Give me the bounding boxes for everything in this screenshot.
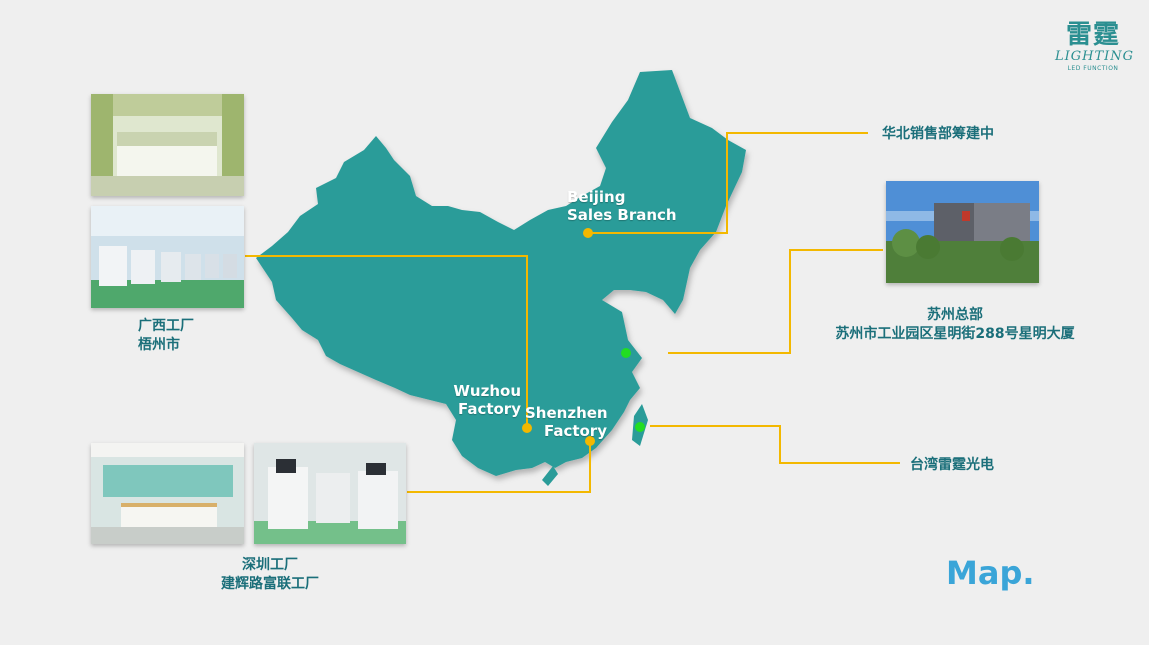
beijing-label-line2: Sales Branch xyxy=(567,206,677,224)
beijing-label: Beijing Sales Branch xyxy=(567,188,677,224)
company-logo: 雷霆 LIGHTING LED FUNCTION xyxy=(1055,20,1135,80)
suzhou-hq-address: 苏州市工业园区星明街288号星明大厦 xyxy=(835,326,1075,342)
beijing-label-line1: Beijing xyxy=(567,188,626,206)
wuzhou-label-line2: Factory xyxy=(457,400,521,418)
shenzhen-label-line1: Shenzhen xyxy=(525,404,608,422)
shenzhen-factory-title: 深圳工厂 xyxy=(242,557,298,573)
logo-tagline: LED FUNCTION xyxy=(1067,65,1119,72)
guangxi-factory-label: 广西工厂 梧州市 xyxy=(138,317,194,355)
shenzhen-label: Shenzhen Factory xyxy=(525,404,608,440)
wuzhou-label: Wuzhou Factory xyxy=(453,382,521,418)
beijing-marker[interactable] xyxy=(583,228,593,238)
shenzhen-leader-line xyxy=(407,441,591,493)
taiwan-marker[interactable] xyxy=(635,422,645,432)
suzhou-hq-title: 苏州总部 xyxy=(927,307,983,323)
wuzhou-label-line1: Wuzhou xyxy=(453,382,521,400)
suzhou-hq-label: 苏州总部 苏州市工业园区星明街288号星明大厦 xyxy=(800,306,1110,344)
logo-english: LIGHTING xyxy=(1055,49,1135,64)
mainland-shape xyxy=(256,70,746,476)
suzhou-leader-line xyxy=(668,249,883,354)
shenzhen-label-line2: Factory xyxy=(543,422,607,440)
guangxi-leader-line xyxy=(245,255,528,428)
wuzhou-marker[interactable] xyxy=(522,423,532,433)
beijing-leader-line xyxy=(588,132,868,234)
guangxi-factory-city: 梧州市 xyxy=(138,337,180,353)
reception-photo xyxy=(91,94,244,196)
suzhou-marker[interactable] xyxy=(621,348,631,358)
taiwan-leader-line xyxy=(650,425,900,464)
factory-floor-photo xyxy=(91,206,244,308)
hq-building-photo xyxy=(886,181,1039,283)
shenzhen-factory-address: 建辉路富联工厂 xyxy=(221,576,319,592)
guangxi-factory-title: 广西工厂 xyxy=(138,318,194,334)
shenzhen-reception-photo xyxy=(91,443,244,544)
shenzhen-machines-photo xyxy=(254,443,406,544)
page-title: Map. xyxy=(946,554,1035,592)
hainan-shape xyxy=(542,466,558,486)
shenzhen-factory-label: 深圳工厂 建辉路富联工厂 xyxy=(190,556,350,594)
logo-chinese: 雷霆 xyxy=(1065,20,1120,50)
taiwan-label: 台湾雷霆光电 xyxy=(910,457,994,473)
shenzhen-marker[interactable] xyxy=(585,436,595,446)
north-sales-label: 华北销售部筹建中 xyxy=(882,126,994,142)
